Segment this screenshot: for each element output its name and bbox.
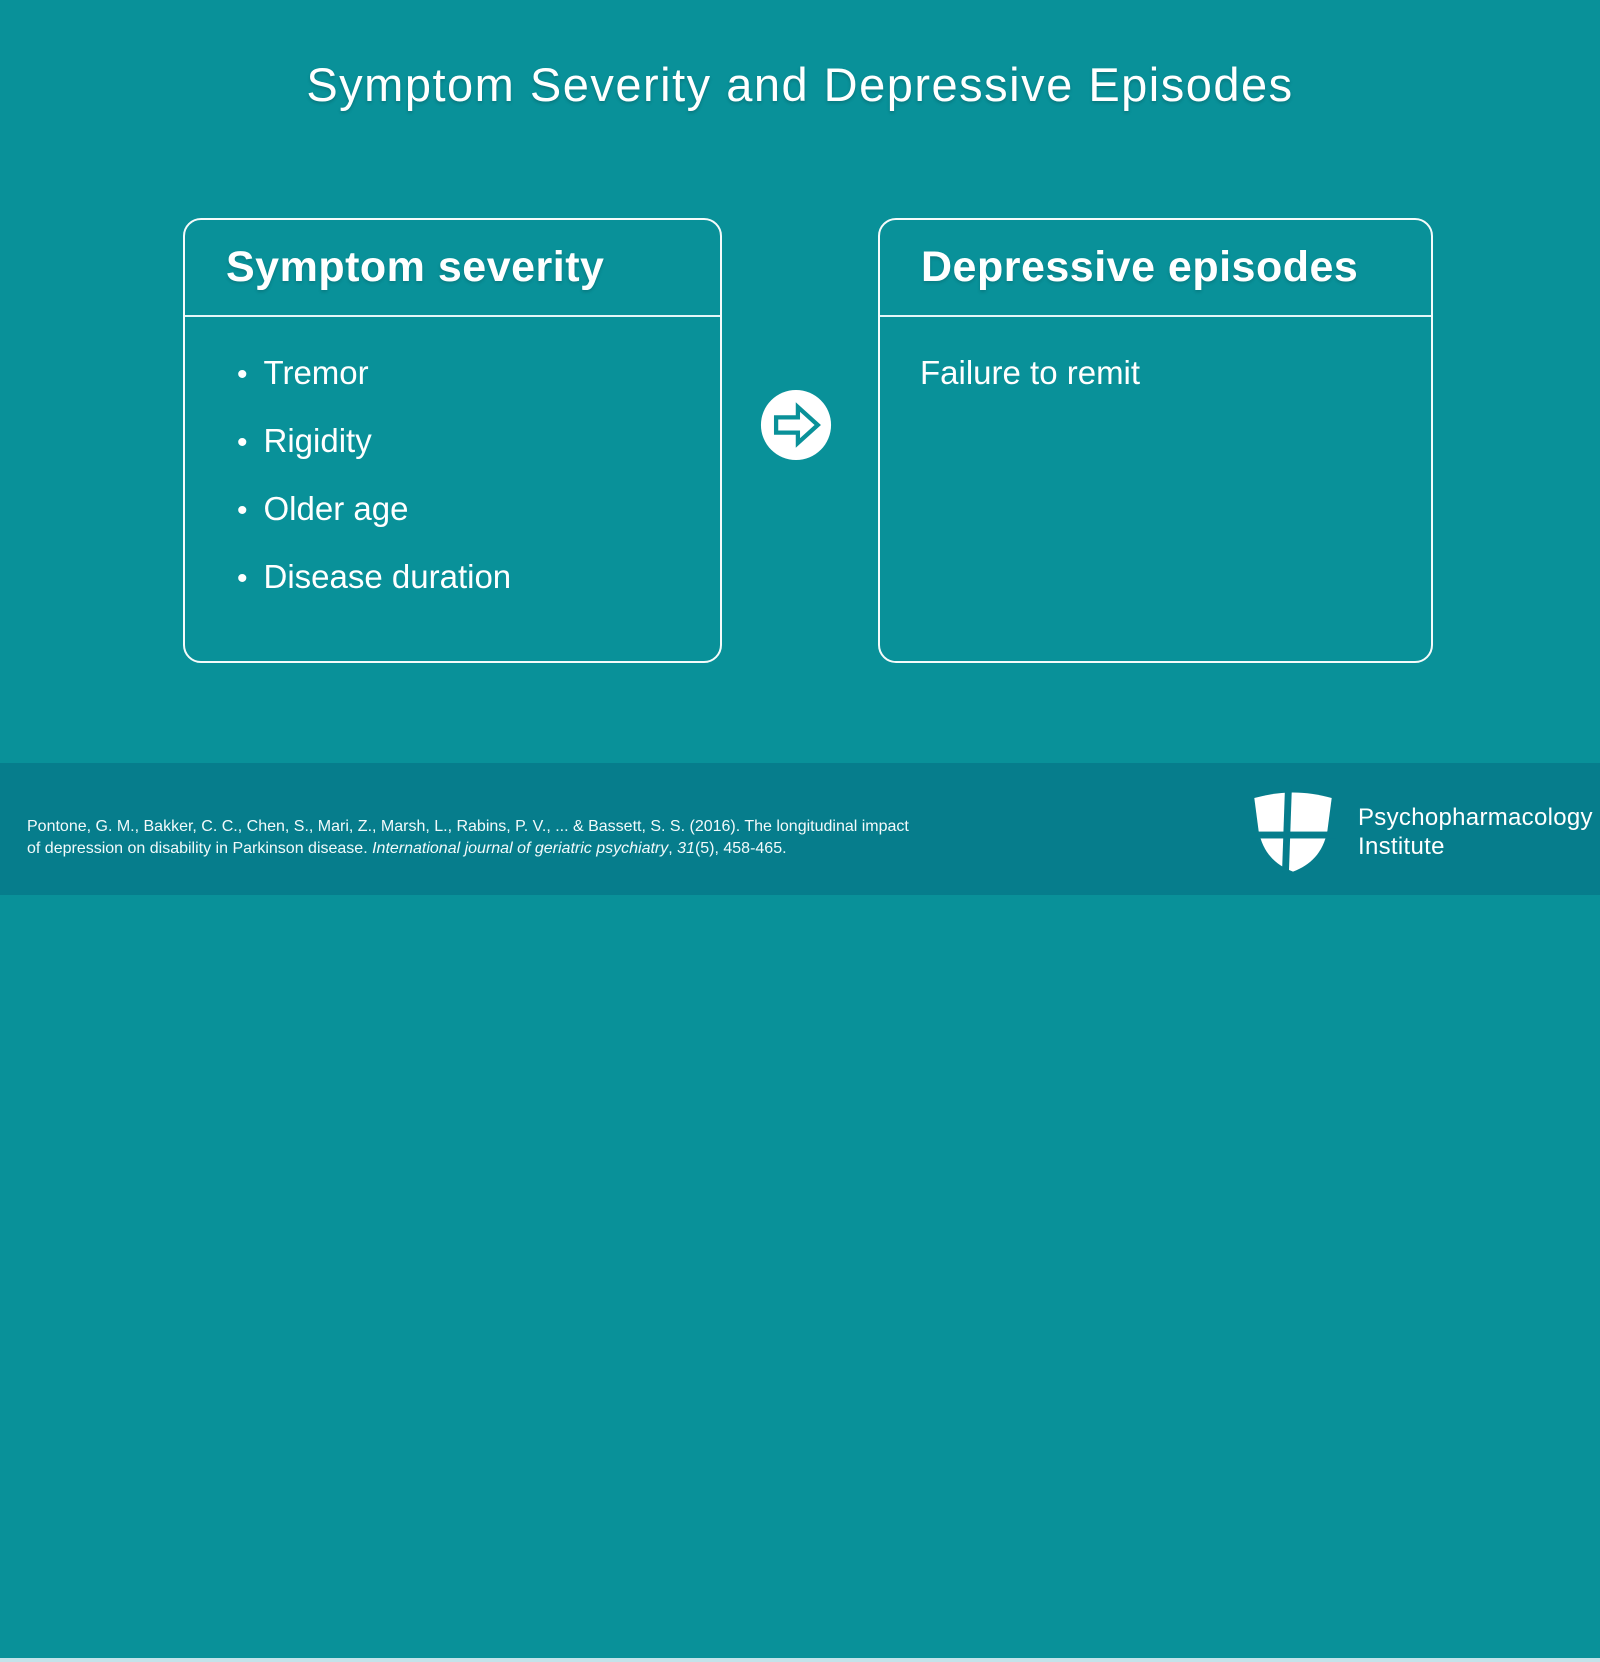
depressive-episodes-box-body: Failure to remit <box>880 317 1431 390</box>
bullet-icon: • <box>237 562 248 595</box>
depressive-episodes-content: Failure to remit <box>920 354 1141 391</box>
citation-line2-suffix: (5), 458-465. <box>694 839 787 857</box>
logo-text: Psychopharmacology Institute <box>1358 803 1593 861</box>
arrow-right-icon <box>760 389 832 461</box>
citation: Pontone, G. M., Bakker, C. C., Chen, S.,… <box>27 816 927 859</box>
citation-line1: Pontone, G. M., Bakker, C. C., Chen, S.,… <box>27 818 909 835</box>
bullet-icon: • <box>237 494 248 527</box>
list-item-label: Rigidity <box>263 422 372 459</box>
depressive-episodes-box: Depressive episodes Failure to remit <box>878 218 1433 663</box>
shield-icon <box>1250 786 1336 872</box>
citation-volume: 31 <box>677 839 695 857</box>
citation-separator: , <box>668 839 678 857</box>
list-item: • Disease duration <box>237 560 690 595</box>
list-item: • Tremor <box>237 356 690 391</box>
page-title: Symptom Severity and Depressive Episodes <box>306 58 1294 111</box>
bullet-icon: • <box>237 426 248 459</box>
list-item: • Rigidity <box>237 424 690 459</box>
bullet-icon: • <box>237 358 248 391</box>
citation-line2-prefix: of depression on disability in Parkinson… <box>27 839 373 857</box>
symptom-severity-list: • Tremor • Rigidity • Older age • Diseas… <box>237 356 690 595</box>
symptom-severity-box-body: • Tremor • Rigidity • Older age • Diseas… <box>185 317 720 595</box>
depressive-episodes-box-header: Depressive episodes <box>880 220 1431 317</box>
psychopharmacology-institute-logo: Psychopharmacology Institute <box>1250 786 1593 872</box>
list-item-label: Disease duration <box>263 558 512 595</box>
symptom-severity-box-header: Symptom severity <box>185 220 720 317</box>
list-item-label: Tremor <box>263 354 369 391</box>
list-item-label: Older age <box>263 490 409 527</box>
symptom-severity-box: Symptom severity • Tremor • Rigidity • O… <box>183 218 722 663</box>
logo-line2: Institute <box>1358 833 1445 860</box>
bottom-strip <box>0 1658 1600 1662</box>
list-item: • Older age <box>237 492 690 527</box>
slide: Symptom Severity and Depressive Episodes… <box>0 58 1600 1662</box>
logo-line1: Psychopharmacology <box>1358 804 1593 831</box>
citation-journal-name: International journal of geriatric psych… <box>372 839 669 857</box>
footer-bar: Pontone, G. M., Bakker, C. C., Chen, S.,… <box>0 763 1600 1662</box>
